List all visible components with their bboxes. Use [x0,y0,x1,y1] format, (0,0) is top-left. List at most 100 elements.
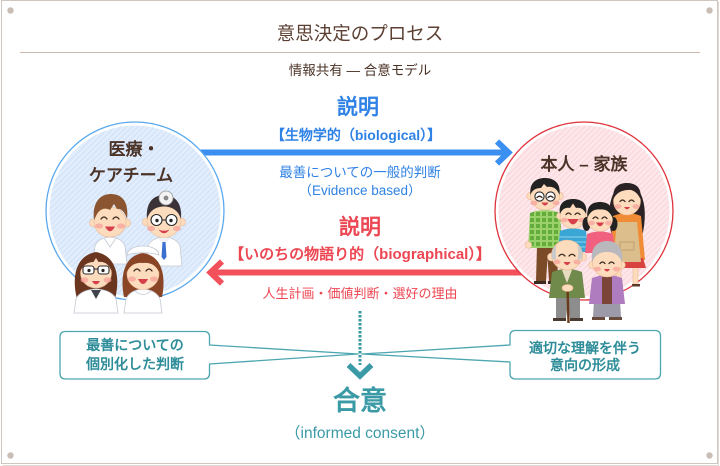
eyes [133,268,153,272]
uniform-collar [134,290,152,295]
eyes [558,253,576,257]
chevron-right-icon [494,139,513,166]
white-coat [73,288,119,314]
care-team-label-line-2: ケアチーム [88,166,174,185]
pants [556,294,580,318]
mouth [138,279,148,284]
biological-explanation-detail-2: （Evidence based） [298,183,422,198]
necktie [161,242,167,260]
coat-collar [103,237,117,248]
biological-explanation-detail-1: 最善についての一般的判断 [279,165,441,180]
cheek [573,259,581,265]
hair [530,178,560,195]
biographical-explanation-detail: 人生計画・価値判断・選好の理由 [262,285,458,301]
nurse-icon [122,245,164,314]
biological-explanation-arrow [190,139,513,166]
mouth [624,207,630,210]
mouth [92,281,100,285]
mouth [596,222,604,227]
patient-family-label: 本人 – 家族 [540,155,628,174]
mouth [567,219,579,225]
care-team-label-line-1: 医療・ [108,140,160,159]
callout-right-bubble [361,329,662,380]
cheek [95,223,103,229]
apron-pocket [619,241,635,251]
biographical-explanation-arrow [206,259,530,286]
biographical-explanation-heading: 説明 [339,216,381,239]
inner-shirt [562,270,572,283]
shoes [553,318,583,321]
corner-rivet-icon [706,452,713,459]
mother-icon [608,183,646,287]
page-title: 意思決定のプロセス [276,23,444,44]
inner-top [602,277,612,304]
head-mirror-center [163,195,169,201]
mouth [563,262,571,265]
pupil [155,218,159,223]
cheek [561,217,568,223]
walking-cane-icon [566,285,570,324]
eyes [100,216,120,220]
page-subtitle: 情報共有 — 合意モデル [288,63,432,78]
corner-rivet-icon [7,7,14,14]
cheek [80,277,89,283]
plaid-shirt [528,210,562,248]
callout-left-bubble [59,330,359,380]
eyes [592,216,608,220]
cheek [128,276,136,282]
mouth [604,269,610,272]
corner-rivet-icon [7,452,14,459]
pupil [101,268,105,273]
eyes [536,195,554,199]
cheek [632,204,640,209]
shoes [592,317,622,320]
biological-explanation-category: 【生物学的（biological）】 [270,127,442,143]
cheek [103,277,112,283]
side-hair [551,245,583,260]
bangs [80,254,112,271]
cheek [588,220,595,226]
biographical-explanation-category: 【いのちの物語り的（biographical）】 [229,246,491,263]
callout-left-line-1: 最善についての [86,337,184,353]
nurse-cap-icon [126,245,160,256]
consensus-title: 合意 [333,386,387,416]
bangs [613,183,641,199]
chevron-down-icon [346,363,374,380]
cheek [150,276,158,282]
pupil [169,218,173,223]
eyes [619,199,635,203]
biological-explanation-heading: 説明 [337,96,379,119]
bangs [126,255,160,272]
grandmother-icon [588,241,626,320]
cheek [552,200,560,206]
hair [93,194,128,220]
cheek [117,223,125,229]
cheek [147,225,155,232]
eyes [599,261,615,265]
cheek [613,266,620,272]
hands [561,284,574,292]
daughter-icon [582,202,618,253]
callout-right-line-2: 意向の形成 [550,357,620,373]
hair [559,199,587,214]
bald-head [551,239,583,271]
hand [524,241,533,249]
mouth [105,226,115,232]
mouth [158,229,170,234]
cheek [614,204,622,209]
chevron-left-icon [206,259,225,286]
cheek [173,225,181,232]
inner-shirt [91,290,101,299]
cheek [594,266,601,272]
female-doctor-icon [73,252,119,314]
hair [587,202,613,218]
callout-right-line-1: 適切な理解を伴う [529,340,641,356]
cheek [605,220,612,226]
eyes [565,212,581,216]
grandfather-icon [547,239,587,324]
green-jacket [549,269,585,298]
callout-left-line-2: 個別化した判断 [86,356,184,372]
